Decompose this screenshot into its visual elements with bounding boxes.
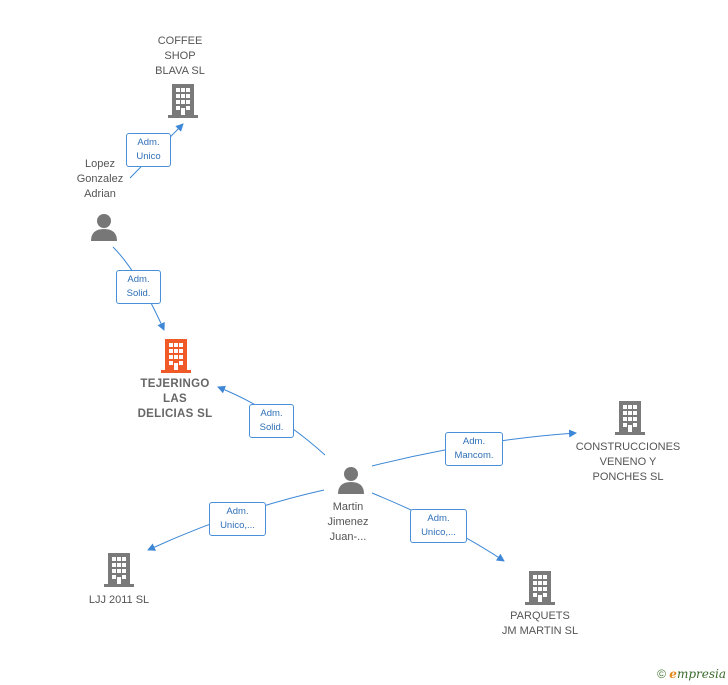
building-icon[interactable] — [168, 84, 198, 118]
empresia-watermark: © empresia — [657, 667, 726, 681]
node-label-ljj-2011[interactable]: LJJ 2011 SL — [88, 594, 150, 606]
node-label-parquets-jm-martin[interactable]: PARQUETS JM MARTIN SL — [501, 610, 579, 637]
edge-label-lopez-tejeringo[interactable]: Adm. Solid. — [116, 270, 161, 304]
building-icon[interactable] — [161, 339, 191, 373]
node-label-coffee-shop-blava[interactable]: COFFEE SHOP BLAVA SL — [155, 35, 205, 77]
node-label-martin-jimenez-juan[interactable]: Martin Jimenez Juan-... — [327, 501, 369, 543]
edge-label-martin-construcciones[interactable]: Adm. Mancom. — [445, 432, 503, 466]
edge-label-lopez-coffee[interactable]: Adm. Unico — [126, 133, 171, 167]
edge-label-martin-parquets[interactable]: Adm. Unico,... — [410, 509, 467, 543]
node-label-lopez-gonzalez-adrian[interactable]: Lopez Gonzalez Adrian — [76, 158, 124, 200]
edge-label-martin-tejeringo[interactable]: Adm. Solid. — [249, 404, 294, 438]
building-icon[interactable] — [525, 571, 555, 605]
node-label-construcciones-veneno-y-ponches[interactable]: CONSTRUCCIONES VENENO Y PONCHES SL — [575, 441, 681, 483]
building-icon[interactable] — [104, 553, 134, 587]
person-icon[interactable] — [89, 212, 119, 242]
copyright-symbol: © — [657, 667, 666, 681]
edge-label-martin-ljj[interactable]: Adm. Unico,... — [209, 502, 266, 536]
person-icon[interactable] — [336, 465, 366, 495]
building-icon[interactable] — [615, 401, 645, 435]
node-label-tejeringo-las-delicias[interactable]: TEJERINGO LAS DELICIAS SL — [137, 378, 213, 420]
empresia-logo: empresia — [669, 667, 726, 681]
